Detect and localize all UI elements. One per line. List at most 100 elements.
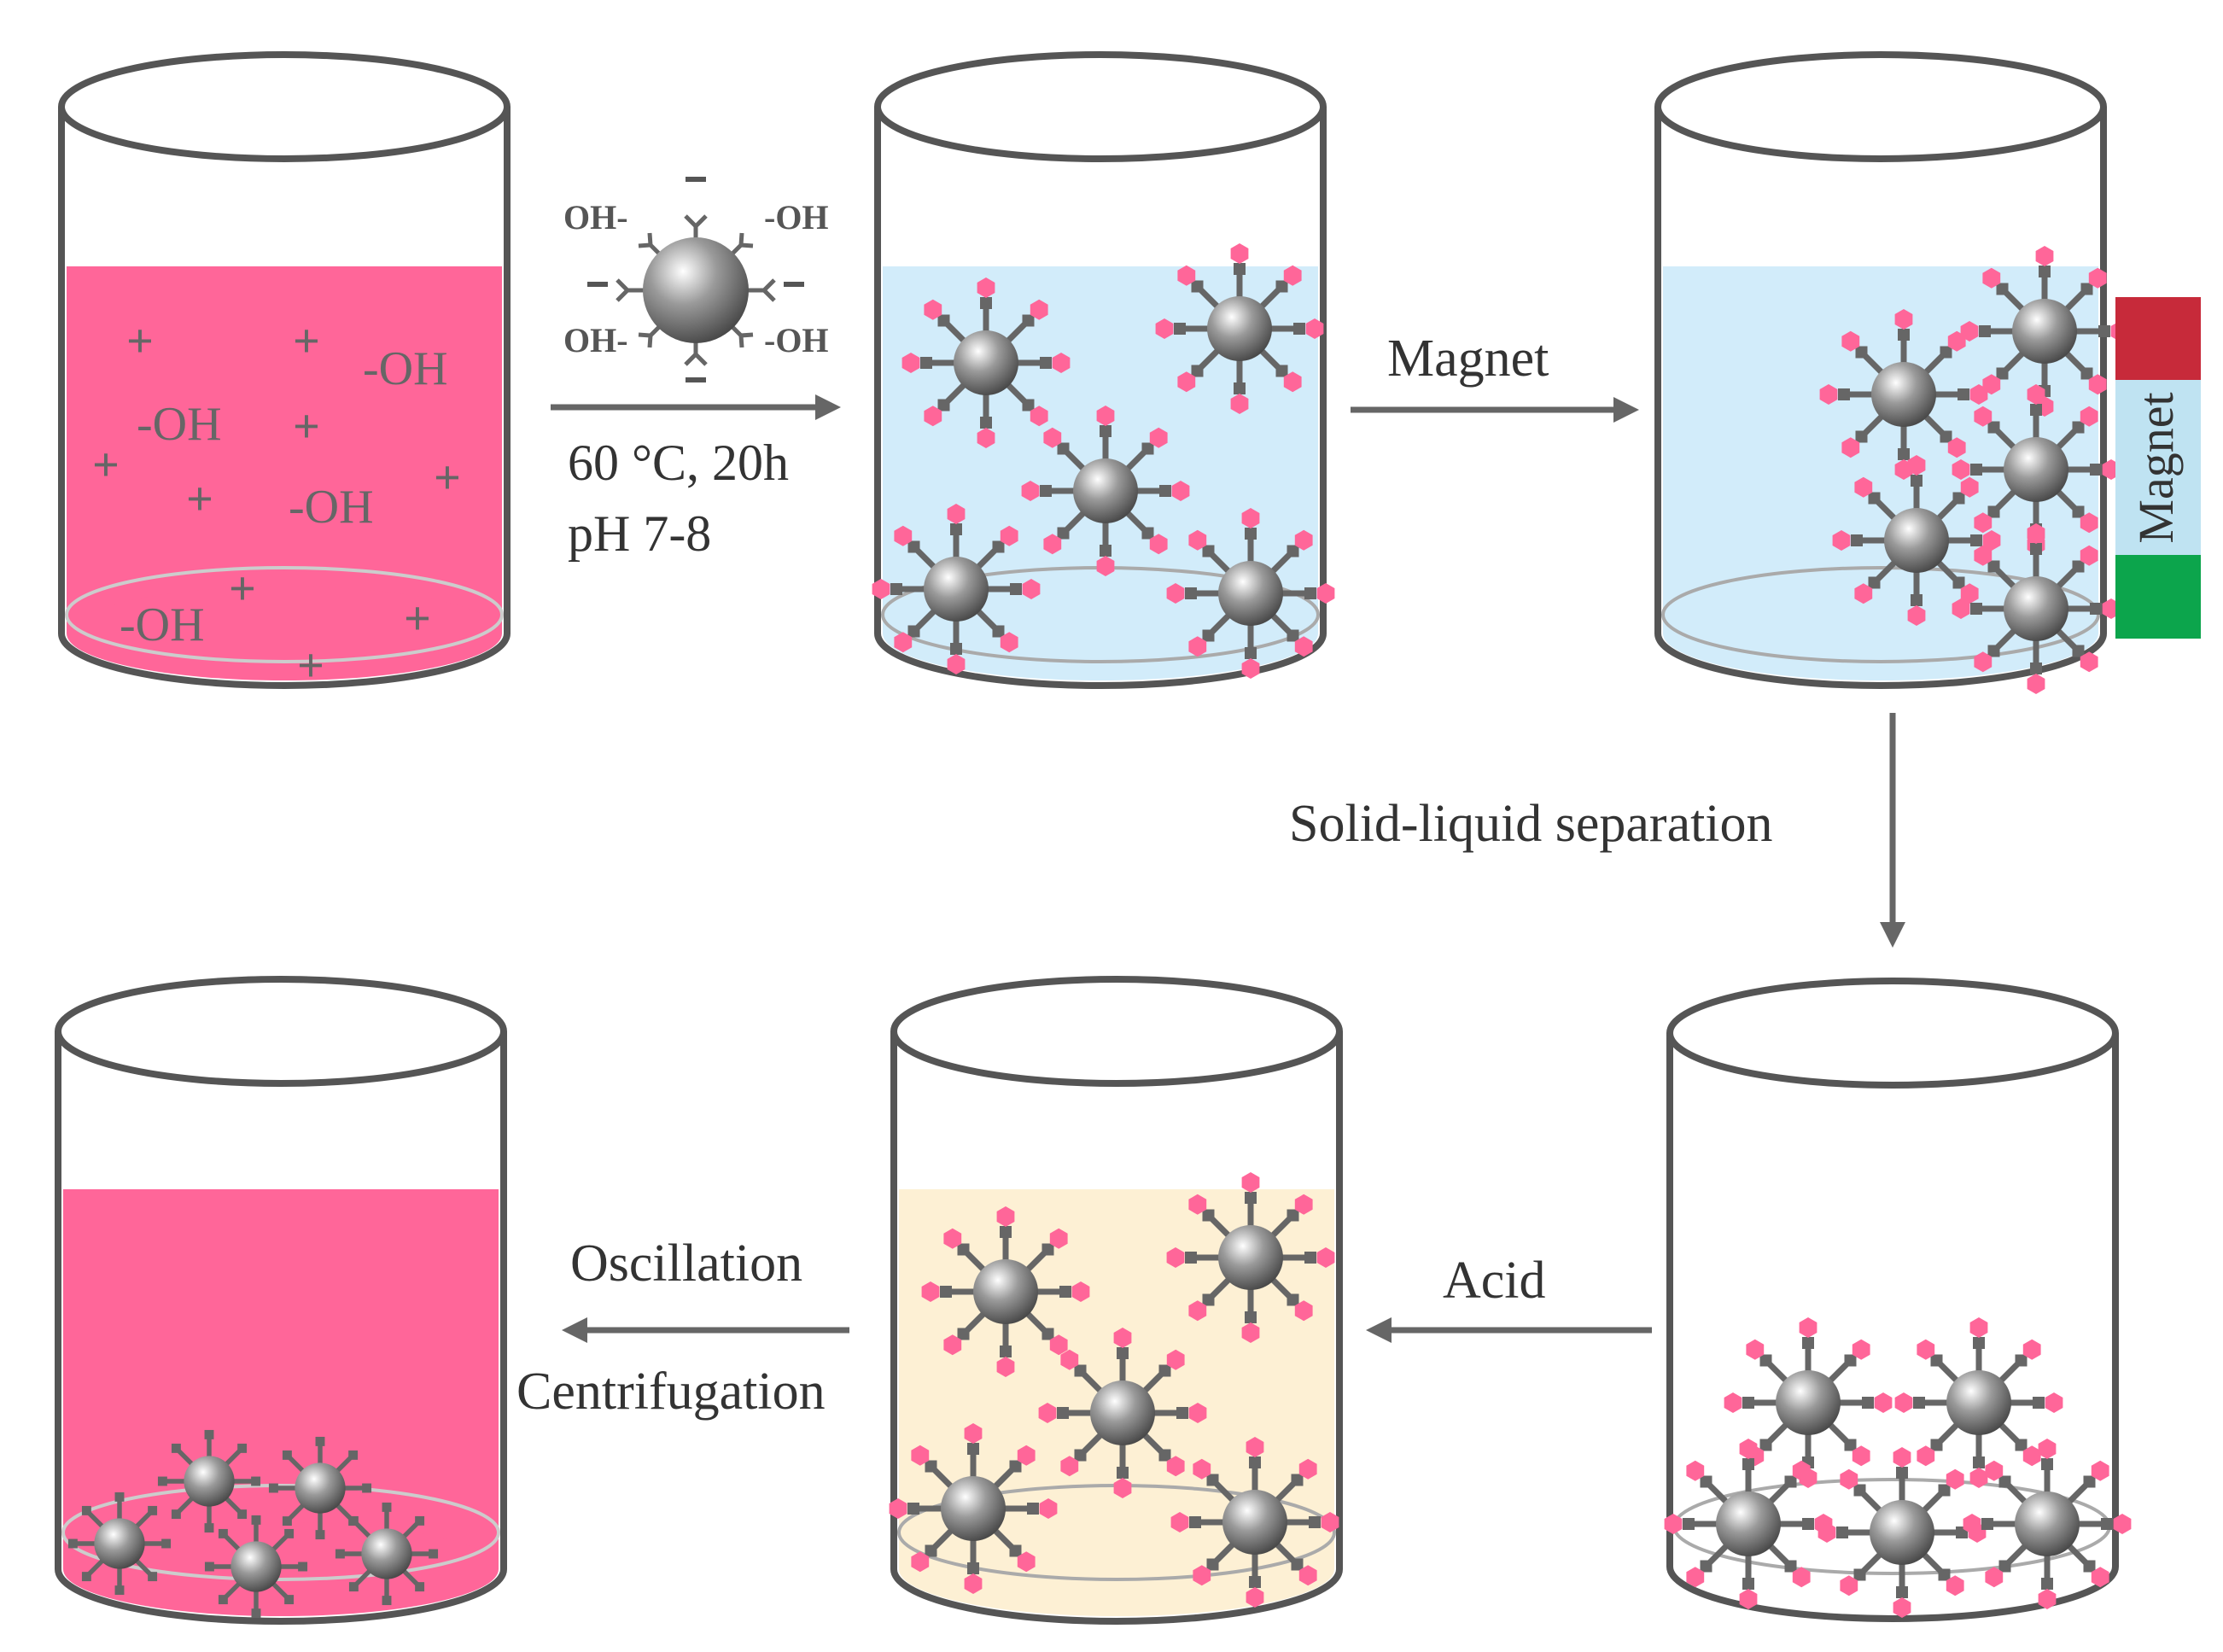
nanoparticle-core (184, 1456, 235, 1507)
dye-molecule (1017, 1551, 1036, 1573)
plus-sign: + (92, 439, 120, 492)
dye-molecule (1739, 1589, 1758, 1609)
nanoparticle-core (94, 1518, 145, 1569)
oscillation-label: Oscillation (570, 1235, 802, 1293)
dye-loaded-nanoparticle (1166, 1172, 1335, 1343)
dye-molecule (947, 504, 966, 524)
nanoparticle-core (2004, 437, 2068, 502)
beaker-collected-particles (1664, 978, 2132, 1622)
arrow-acid (1366, 1317, 1652, 1343)
plus-sign: + (404, 593, 431, 645)
dye-molecule (1969, 1468, 1988, 1488)
dye-loaded-particles (1819, 246, 2129, 694)
nanoparticle-core (1884, 508, 1949, 573)
magnet-step-label: Magnet (1387, 330, 1549, 388)
nanoparticle-core (1776, 1370, 1841, 1435)
nanoparticle-core (973, 1259, 1038, 1324)
plus-sign: + (186, 473, 213, 526)
dye-molecule (1049, 1228, 1068, 1249)
dye-loaded-nanoparticle (1155, 243, 1324, 414)
centrifugation-label: Centrifugation (516, 1363, 826, 1421)
beaker-magnetic-separation (1654, 51, 2129, 694)
dye-loaded-nanoparticle (1832, 455, 2001, 626)
dye-molecule (1017, 1445, 1036, 1466)
nanoparticle-core (1946, 1370, 2011, 1435)
dye-loaded-nanoparticle (1664, 1439, 1833, 1609)
dye-molecule (996, 1357, 1015, 1377)
dye-molecule (1060, 1456, 1079, 1477)
dye-molecule (947, 654, 966, 674)
dye-molecule (1893, 1447, 1911, 1468)
nanoparticle-core (2012, 299, 2077, 364)
dye-molecule (1096, 406, 1115, 426)
dye-loaded-particles (1664, 1317, 2132, 1618)
dye-molecule (1321, 1512, 1339, 1532)
dye-molecule (1305, 318, 1324, 339)
dye-molecule (1982, 267, 2001, 289)
dye-molecule (1974, 545, 1993, 566)
dye-molecule (1230, 243, 1249, 264)
dye-liquid (63, 1189, 499, 1569)
dye-molecule (1841, 330, 1860, 352)
functionalized-nanoparticle-icon: OH- -OH OH- -OH (563, 177, 829, 382)
dye-molecule (1298, 1458, 1317, 1480)
dye-molecule (2088, 267, 2107, 289)
dye-molecule (872, 579, 890, 599)
nanoparticle-core (2015, 1491, 2080, 1556)
dye-molecule (1985, 1460, 2004, 1481)
nanoparticle-core (2004, 576, 2068, 641)
dye-molecule (1982, 530, 2001, 551)
dye-molecule (1746, 1339, 1765, 1360)
dye-molecule (977, 428, 995, 448)
dye-loaded-nanoparticle (872, 504, 1041, 674)
oh-label: -OH (764, 198, 829, 236)
dye-molecule (1686, 1460, 1705, 1481)
dye-molecule (1840, 1468, 1858, 1490)
plus-sign: + (126, 315, 154, 368)
condition-ph: pH 7-8 (568, 505, 711, 562)
dye-molecule (1316, 1247, 1335, 1268)
dye-molecule (1817, 1522, 1836, 1543)
dye-molecule (1043, 534, 1062, 555)
dye-loaded-nanoparticle (889, 1423, 1058, 1594)
dye-molecule (2113, 1514, 2132, 1534)
dye-molecule (894, 525, 913, 546)
dye-molecule (1149, 427, 1168, 448)
nanoparticle-core (1218, 561, 1283, 626)
dye-molecule (1969, 1317, 1988, 1338)
dye-molecule (1283, 265, 1302, 286)
dye-molecule (1294, 529, 1313, 551)
beaker-rim (1666, 978, 2119, 1089)
dye-molecule (2088, 374, 2107, 395)
dye-loaded-particles (872, 243, 1335, 679)
dye-molecule (1907, 455, 1926, 476)
dye-molecule (921, 1281, 940, 1302)
dye-molecule (1969, 384, 1988, 405)
acid-step-label: Acid (1443, 1252, 1546, 1310)
dye-loaded-nanoparticle (1170, 1437, 1339, 1608)
dye-molecule (1188, 529, 1207, 551)
dye-molecule (1188, 1403, 1207, 1423)
dye-molecule (1724, 1392, 1742, 1413)
plus-sign: + (229, 563, 256, 616)
magnet-body (2115, 380, 2201, 555)
dye-molecule (1917, 1339, 1935, 1360)
plus-sign: + (293, 315, 320, 368)
nanoparticle-core (1090, 1381, 1155, 1445)
dye-molecule (2091, 1567, 2109, 1588)
dye-molecule (1316, 583, 1335, 604)
beaker-rim (874, 51, 1327, 162)
dye-molecule (1230, 394, 1249, 414)
dye-molecule (1060, 1349, 1079, 1370)
dye-molecule (911, 1551, 930, 1573)
oh-label: OH- (563, 321, 628, 359)
dye-molecule (901, 353, 920, 373)
nanoparticle-core (1870, 1500, 1934, 1565)
dye-molecule (1952, 598, 1970, 619)
arrow-recovery (562, 1317, 849, 1343)
dye-loaded-nanoparticle (1724, 1317, 1893, 1488)
dye-molecule (1854, 583, 1873, 604)
dye-molecule (2022, 1339, 2041, 1360)
dye-molecule (1739, 1439, 1758, 1459)
